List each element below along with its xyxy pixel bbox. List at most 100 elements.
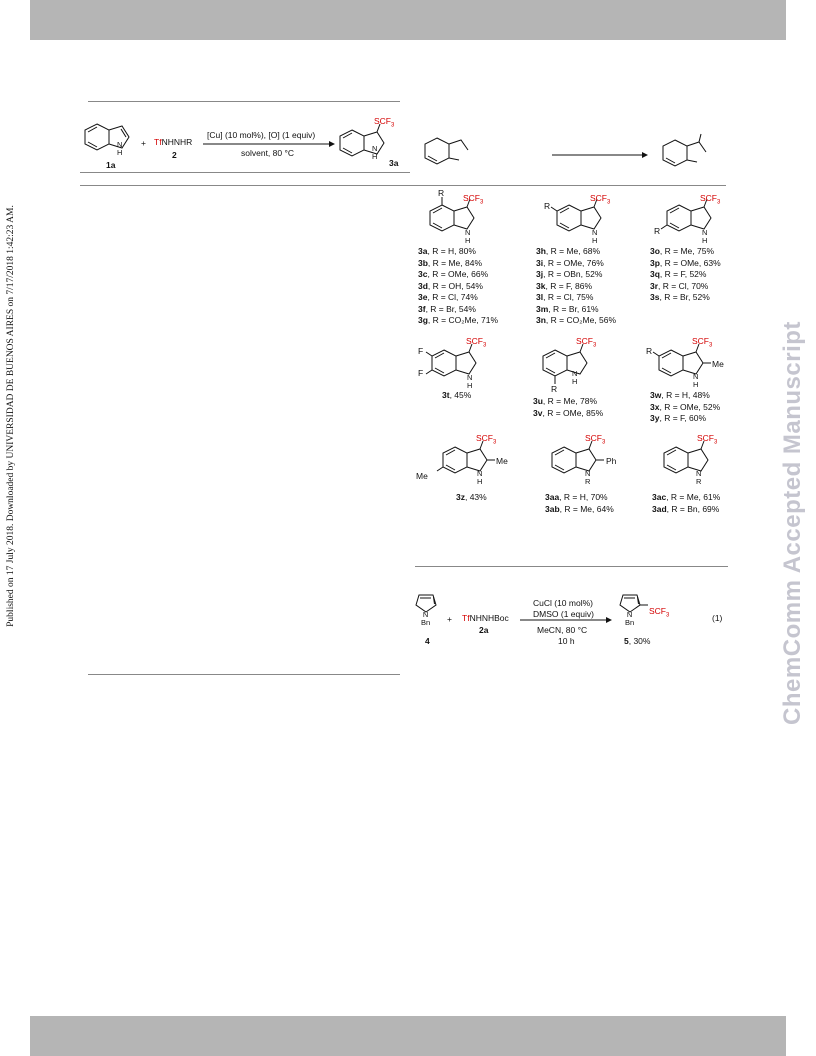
yield-list-3ac-3ad: 3ac, R = Me, 61% 3ad, R = Bn, 69% — [652, 492, 720, 515]
r-group-7: R — [551, 384, 558, 394]
rule-eq-top — [415, 566, 728, 567]
product-5-structure — [619, 594, 648, 613]
yield-row: 3c, R = OMe, 66% — [418, 269, 489, 279]
yield-row: 3y, R = F, 60% — [650, 413, 707, 423]
label-2: 2 — [172, 150, 177, 160]
yield-row: 3ad, R = Bn, 69% — [652, 503, 720, 514]
yield-row: 3m, R = Br, 61% — [536, 303, 599, 314]
yield-row: 3ab, R = Me, 64% — [545, 503, 614, 514]
yield-row: 3q, R = F, 52% — [650, 269, 707, 279]
r-group-w: R — [646, 346, 653, 356]
yield-row: 3v, R = OMe, 85% — [533, 407, 604, 418]
yield-row: 3k, R = F, 86% — [536, 280, 593, 291]
scheme1-condition-bottom: solvent, 80 °C — [241, 148, 295, 158]
generic-scheme-arrow — [552, 152, 648, 158]
plus-sign-1: + — [141, 138, 146, 148]
reagent-2: TfNHNHR — [154, 137, 193, 147]
r-group-5: R — [544, 201, 551, 211]
yield-row: 3ac, R = Me, 61% — [652, 492, 721, 502]
accepted-manuscript-watermark: ChemComm Accepted Manuscript — [779, 321, 806, 725]
structure-3t — [425, 343, 477, 377]
yield-row: 3e, R = Cl, 74% — [418, 292, 478, 302]
scf3-label-b: SCF3 — [590, 193, 611, 206]
header-bar — [30, 0, 786, 40]
yield-row: 3h, R = Me, 68% — [536, 246, 601, 256]
yield-row: 3u, R = Me, 78% — [533, 396, 598, 406]
yield-row: 3s, R = Br, 52% — [650, 292, 710, 302]
yield-row: 3i, R = OMe, 76% — [536, 257, 604, 268]
structure-3w-3y — [652, 343, 711, 377]
scf3-label-c: SCF3 — [700, 193, 721, 206]
scf3-label-a: SCF3 — [463, 193, 484, 206]
product-3a-structure — [339, 123, 385, 157]
publication-note: Published on 17 July 2018. Downloaded by… — [6, 205, 16, 627]
yield-5: 5, 30% — [624, 636, 651, 646]
yield-row: 3r, R = Cl, 70% — [650, 280, 709, 291]
reagent-2a: TfNHNHBoc — [462, 613, 509, 623]
yield-row: 3d, R = OH, 54% — [418, 280, 483, 291]
yield-3z: 3z, 43% — [456, 492, 487, 502]
yield-row: 3j, R = OBn, 52% — [536, 269, 603, 279]
eq1-cond-oxidant: DMSO (1 equiv) — [533, 609, 594, 619]
fluoro-label-lower: F — [418, 368, 424, 378]
yield-row: 3w, R = H, 48% — [650, 390, 710, 400]
scf3-label-3aa: SCF3 — [585, 433, 606, 446]
eq1-cond-catalyst: CuCl (10 mol%) — [533, 598, 593, 608]
rule-top-left — [88, 101, 400, 102]
scf3-label-3ac: SCF3 — [697, 433, 718, 446]
fluoro-label-upper: F — [418, 346, 424, 356]
methyl-label-3w: Me — [712, 359, 724, 369]
structure-3ac-3ad — [663, 440, 709, 474]
label-3a: 3a — [389, 158, 399, 168]
phenyl-label: Ph — [606, 456, 617, 466]
yield-list-3a-3g: 3a, R = H, 80% 3b, R = Me, 84% 3c, R = O… — [418, 246, 498, 327]
equation-number: (1) — [712, 613, 723, 623]
rule-bottom-left — [88, 674, 400, 675]
r-group-4: R — [438, 188, 445, 198]
yield-list-3w-3y: 3w, R = H, 48% 3x, R = OMe, 52% 3y, R = … — [650, 390, 720, 425]
yield-row: 3aa, R = H, 70% — [545, 492, 608, 502]
yield-row: 3g, R = CO₂Me, 71% — [418, 315, 499, 325]
yield-row: 3x, R = OMe, 52% — [650, 401, 721, 412]
scheme1-arrow — [203, 141, 335, 147]
methyl-label-2: Me — [496, 456, 508, 466]
structure-3aa-3ab — [551, 440, 604, 474]
yield-list-3aa-3ab: 3aa, R = H, 70% 3ab, R = Me, 64% — [545, 492, 614, 515]
methyl-label-6: Me — [416, 471, 428, 481]
footer-bar — [30, 1016, 786, 1056]
product-5-scf3: SCF3 — [649, 606, 670, 619]
indole-1a-structure — [84, 123, 130, 151]
label-1a: 1a — [106, 160, 116, 170]
label-2a: 2a — [479, 625, 489, 635]
yield-row: 3a, R = H, 80% — [418, 246, 476, 256]
label-4: 4 — [425, 636, 430, 646]
generic-product-structure — [662, 133, 707, 167]
scf3-label-3u: SCF3 — [576, 336, 597, 349]
yield-row: 3b, R = Me, 84% — [418, 257, 483, 268]
structure-3a-3g — [429, 197, 475, 232]
scf3-label-3z: SCF3 — [476, 433, 497, 446]
eq1-arrow — [520, 617, 612, 623]
eq1-cond-time: 10 h — [558, 636, 575, 646]
scheme1-condition-top: [Cu] (10 mol%), [O] (1 equiv) — [207, 130, 316, 140]
structure-3o-3s — [660, 198, 712, 232]
structure-3z — [436, 440, 495, 474]
rule-scheme-bottom — [80, 185, 726, 186]
structure-3h-3n — [550, 198, 602, 232]
scf3-label-3w: SCF3 — [692, 336, 713, 349]
structure-3u-3v — [542, 343, 588, 384]
yield-row: 3p, R = OMe, 63% — [650, 257, 721, 268]
